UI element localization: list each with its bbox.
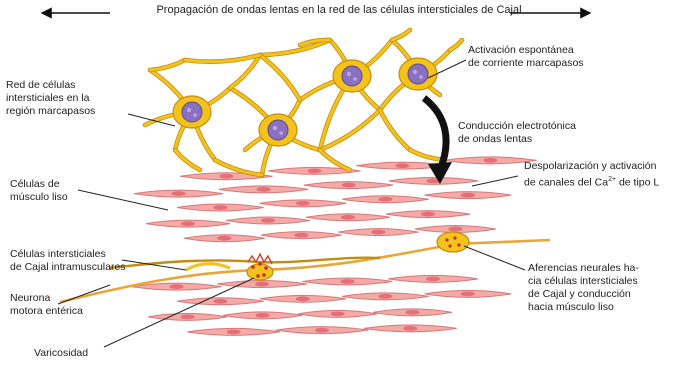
label-activacion: Activación espontánea de corriente marca…	[468, 44, 584, 70]
muscle-nucleus	[261, 218, 275, 223]
diagram-title: Propagación de ondas lentas en la red de…	[0, 4, 678, 16]
varicosity-vesicle	[251, 265, 255, 269]
muscle-nucleus	[378, 197, 392, 202]
muscle-nucleus	[461, 291, 475, 296]
intramuscular-icc	[186, 264, 230, 270]
label-cic-intramusculares: Células intersticiales de Cajal intramus…	[10, 248, 126, 274]
icc-nucleolus	[279, 131, 283, 135]
icc-nucleolus	[187, 108, 191, 112]
muscle-nucleus	[342, 183, 356, 188]
muscle-nucleus	[213, 299, 227, 304]
afferent-vesicle	[445, 238, 448, 241]
varicosity-vesicle	[256, 274, 260, 278]
muscle-nucleus	[421, 212, 435, 217]
label-red-celulas: Red de células intersticiales en la regi…	[6, 79, 95, 118]
muscle-nucleus	[461, 193, 475, 198]
muscle-nucleus	[341, 279, 355, 284]
afferent-vesicle	[453, 236, 456, 239]
muscle-nucleus	[219, 174, 233, 179]
icc-nucleolus	[419, 75, 423, 79]
muscle-nucleus	[181, 314, 195, 319]
muscle-nucleus	[426, 277, 440, 282]
label-musculo-liso: Células de músculo liso	[10, 178, 68, 204]
muscle-nucleus	[296, 201, 310, 206]
label-varicosidad: Varicosidad	[34, 347, 88, 360]
icc-process-outline	[260, 55, 300, 100]
afferent-vesicle	[457, 243, 460, 246]
leader-aferencias	[464, 246, 525, 270]
muscle-nucleus	[170, 284, 184, 289]
muscle-nucleus	[307, 169, 321, 174]
muscle-nucleus	[217, 236, 231, 241]
icc-nucleus	[182, 102, 202, 122]
label-despolarizacion-line2b: de tipo L	[616, 177, 659, 189]
muscle-nucleus	[448, 227, 462, 232]
muscle-nucleus	[406, 310, 420, 315]
icc-nucleolus	[273, 126, 277, 130]
label-aferencias: Aferencias neurales ha- cia células inte…	[528, 262, 639, 314]
varicosity-vesicle	[262, 273, 266, 277]
muscle-nucleus	[257, 187, 271, 192]
icc-nucleolus	[193, 113, 197, 117]
afferent-nerve-body	[437, 232, 469, 252]
muscle-nucleus	[331, 311, 345, 316]
icc-nucleus	[268, 120, 288, 140]
label-despolarizacion: Despolarización y activación de canales …	[524, 160, 659, 190]
muscle-nucleus	[378, 294, 392, 299]
icc-process	[380, 110, 410, 150]
muscle-nucleus	[403, 326, 417, 331]
icc-nucleus	[408, 64, 428, 84]
muscle-nucleus	[483, 158, 497, 163]
muscle-nucleus	[255, 282, 269, 287]
afferent-vesicle	[448, 244, 451, 247]
muscle-nucleus	[341, 215, 355, 220]
icc-nucleus	[342, 66, 362, 86]
label-despolarizacion-line2a: de canales del Ca	[524, 177, 608, 189]
muscle-nucleus	[294, 233, 308, 238]
icc-nucleolus	[347, 72, 351, 76]
varicosity-vesicle	[258, 262, 262, 266]
label-conduccion: Conducción electrotónica de ondas lentas	[458, 120, 576, 146]
muscle-nucleus	[371, 230, 385, 235]
muscle-nucleus	[395, 163, 409, 168]
muscle-nucleus	[296, 296, 310, 301]
varicosity-vesicle	[264, 266, 268, 270]
icc-nucleolus	[353, 77, 357, 81]
varicosity	[247, 264, 273, 280]
muscle-nucleus	[315, 328, 329, 333]
icc-network	[145, 30, 462, 175]
smooth-muscle-layer	[132, 157, 537, 336]
muscle-nucleus	[172, 191, 186, 196]
muscle-nucleus	[181, 221, 195, 226]
label-despolarizacion-sup: 2+	[608, 176, 616, 183]
icc-nucleolus	[413, 70, 417, 74]
label-neurona-motora: Neurona motora entérica	[10, 292, 83, 318]
muscle-nucleus	[213, 205, 227, 210]
label-despolarizacion-line1: Despolarización y activación	[524, 160, 656, 172]
muscle-nucleus	[227, 330, 241, 335]
muscle-nucleus	[256, 313, 270, 318]
leader-despolarizacion	[472, 176, 518, 186]
